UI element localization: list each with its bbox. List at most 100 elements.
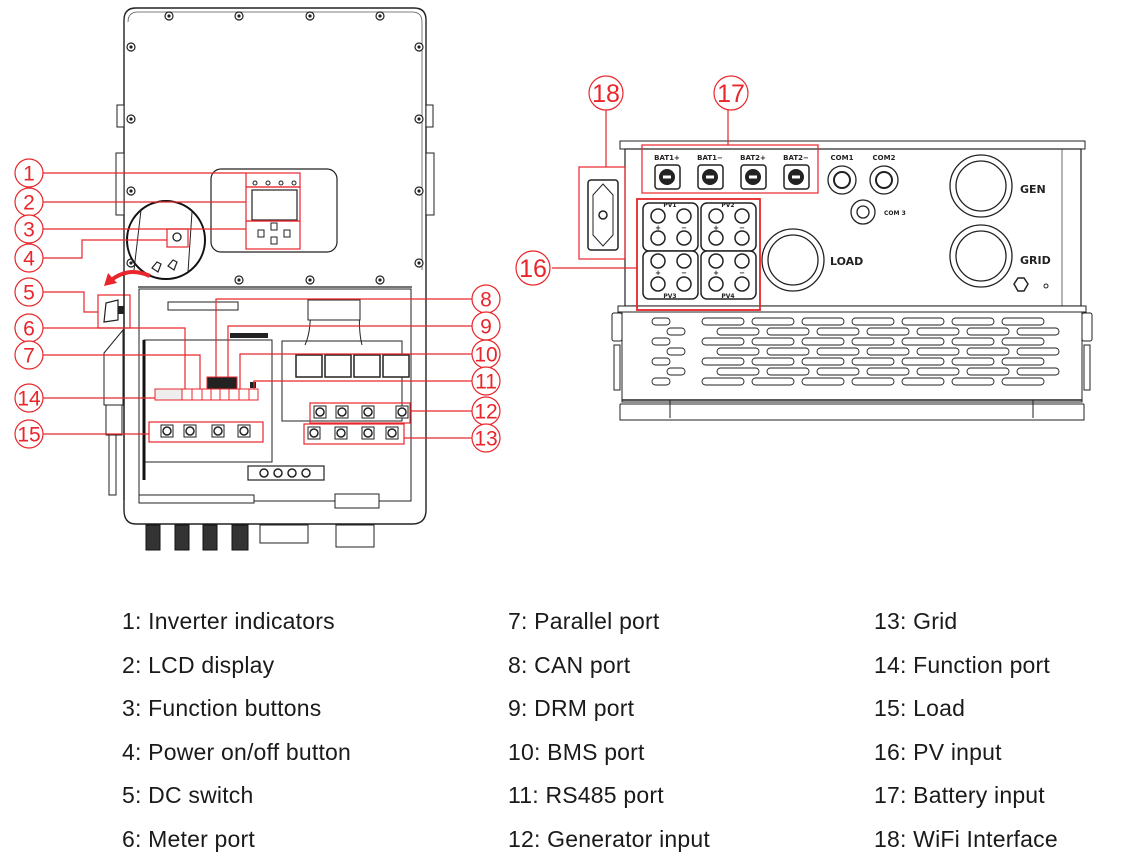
vent-slots bbox=[651, 317, 1060, 386]
vent-slot bbox=[951, 317, 995, 326]
svg-text:8: 8 bbox=[480, 289, 492, 312]
pv3-group: PV3 + − bbox=[642, 250, 699, 300]
vent-slot bbox=[666, 327, 686, 336]
vent-slot bbox=[901, 317, 945, 326]
svg-text:COM1: COM1 bbox=[831, 154, 854, 162]
callout-11: 11 bbox=[471, 366, 501, 396]
callout-14: 14 bbox=[14, 383, 44, 413]
svg-text:7: 7 bbox=[23, 345, 35, 368]
svg-text:−: − bbox=[681, 224, 687, 232]
vent-slot bbox=[916, 347, 960, 356]
vent-slot bbox=[1001, 377, 1045, 386]
vent-slot bbox=[651, 357, 671, 366]
svg-text:+: + bbox=[655, 224, 661, 232]
vent-slot bbox=[966, 347, 1010, 356]
vent-slot bbox=[666, 347, 686, 356]
legend-item: 10: BMS port bbox=[508, 738, 645, 765]
svg-text:PV1: PV1 bbox=[663, 202, 676, 209]
svg-text:PV3: PV3 bbox=[663, 293, 676, 300]
vent-slot bbox=[766, 367, 810, 376]
svg-text:15: 15 bbox=[17, 424, 40, 447]
wifi-interface bbox=[587, 179, 619, 251]
battery-terminals: BAT1+ BAT1− BAT2+ BAT2− bbox=[654, 154, 810, 190]
load-terminals bbox=[160, 424, 251, 438]
legend-item: 6: Meter port bbox=[122, 825, 255, 852]
vent-slot bbox=[1001, 357, 1045, 366]
vent-slot bbox=[816, 347, 860, 356]
legend-item: 7: Parallel port bbox=[508, 608, 660, 634]
callout-5: 5 bbox=[14, 277, 44, 307]
svg-text:BAT2+: BAT2+ bbox=[740, 154, 766, 162]
callout-15: 15 bbox=[14, 419, 44, 449]
vent-slot bbox=[816, 367, 860, 376]
svg-text:17: 17 bbox=[717, 80, 745, 108]
vent-slot bbox=[716, 327, 760, 336]
callout-16: 16 bbox=[515, 250, 551, 286]
grid-terminals bbox=[307, 426, 399, 440]
legend-item: 17: Battery input bbox=[874, 782, 1045, 808]
svg-text:4: 4 bbox=[23, 248, 35, 271]
vent-slot bbox=[751, 377, 795, 386]
vent-slot bbox=[901, 377, 945, 386]
vent-slot bbox=[716, 347, 760, 356]
com-ports: COM1 COM2 COM 3 bbox=[827, 154, 906, 225]
callout-9: 9 bbox=[471, 311, 501, 341]
vent-slot bbox=[701, 337, 745, 346]
inverter-diagram: 1 2 3 4 5 6 7 8 9 10 11 12 13 14 15 BAT1… bbox=[14, 7, 1093, 551]
bottom-callouts: 16 17 18 bbox=[515, 75, 749, 286]
legend-item: 1: Inverter indicators bbox=[122, 608, 335, 634]
vent-slot bbox=[901, 357, 945, 366]
legend-item: 14: Function port bbox=[874, 651, 1051, 678]
vent-slot bbox=[966, 327, 1010, 336]
generator-terminals bbox=[313, 405, 409, 419]
vent-slot bbox=[966, 367, 1010, 376]
vent-slot bbox=[951, 357, 995, 366]
legend-item: 18: WiFi Interface bbox=[874, 825, 1058, 852]
svg-text:PV2: PV2 bbox=[721, 202, 734, 209]
svg-text:3: 3 bbox=[23, 219, 35, 242]
pv2-group: PV2 + − bbox=[700, 202, 757, 252]
vent-slot bbox=[701, 357, 745, 366]
vent-slot bbox=[801, 357, 845, 366]
svg-text:−: − bbox=[681, 269, 687, 277]
legend-item: 15: Load bbox=[874, 695, 966, 721]
legend-item: 8: CAN port bbox=[508, 651, 631, 678]
callout-17: 17 bbox=[713, 75, 749, 111]
legend-item: 11: RS485 port bbox=[508, 782, 664, 808]
bat2-neg-terminal bbox=[783, 164, 810, 190]
legend-column-3: 13: Grid 14: Function port 15: Load 16: … bbox=[874, 600, 1058, 861]
indicator-leds bbox=[252, 180, 297, 186]
vent-slot bbox=[816, 327, 860, 336]
vent-slot bbox=[951, 337, 995, 346]
svg-text:14: 14 bbox=[17, 388, 41, 411]
legend-item: 9: DRM port bbox=[508, 695, 635, 721]
svg-text:12: 12 bbox=[474, 401, 497, 424]
vent-slot bbox=[716, 367, 760, 376]
vent-slot bbox=[866, 327, 910, 336]
pv1-group: PV1 + − bbox=[642, 202, 699, 252]
svg-text:11: 11 bbox=[475, 371, 497, 394]
vent-slot bbox=[851, 357, 895, 366]
legend-item: 12: Generator input bbox=[508, 825, 710, 852]
svg-text:BAT1−: BAT1− bbox=[697, 154, 723, 162]
power-button bbox=[172, 232, 182, 242]
svg-text:+: + bbox=[655, 269, 661, 277]
svg-text:BAT2−: BAT2− bbox=[783, 154, 809, 162]
vent-slot bbox=[951, 377, 995, 386]
legend-item: 16: PV input bbox=[874, 738, 1002, 765]
legend-column-2: 7: Parallel port 8: CAN port 9: DRM port… bbox=[508, 600, 710, 861]
svg-text:BAT1+: BAT1+ bbox=[654, 154, 680, 162]
callout-7: 7 bbox=[14, 340, 44, 370]
vent-slot bbox=[851, 377, 895, 386]
svg-text:1: 1 bbox=[23, 163, 35, 186]
gen-gland: GEN bbox=[949, 154, 1046, 218]
svg-text:PV4: PV4 bbox=[721, 293, 734, 300]
vent-slot bbox=[666, 367, 686, 376]
vent-slot bbox=[766, 347, 810, 356]
legend-item: 3: Function buttons bbox=[122, 695, 322, 721]
vent-slot bbox=[701, 377, 745, 386]
svg-text:6: 6 bbox=[23, 318, 35, 341]
bat1-pos-terminal bbox=[654, 164, 681, 190]
callout-12: 12 bbox=[471, 396, 501, 426]
svg-text:13: 13 bbox=[474, 428, 497, 451]
